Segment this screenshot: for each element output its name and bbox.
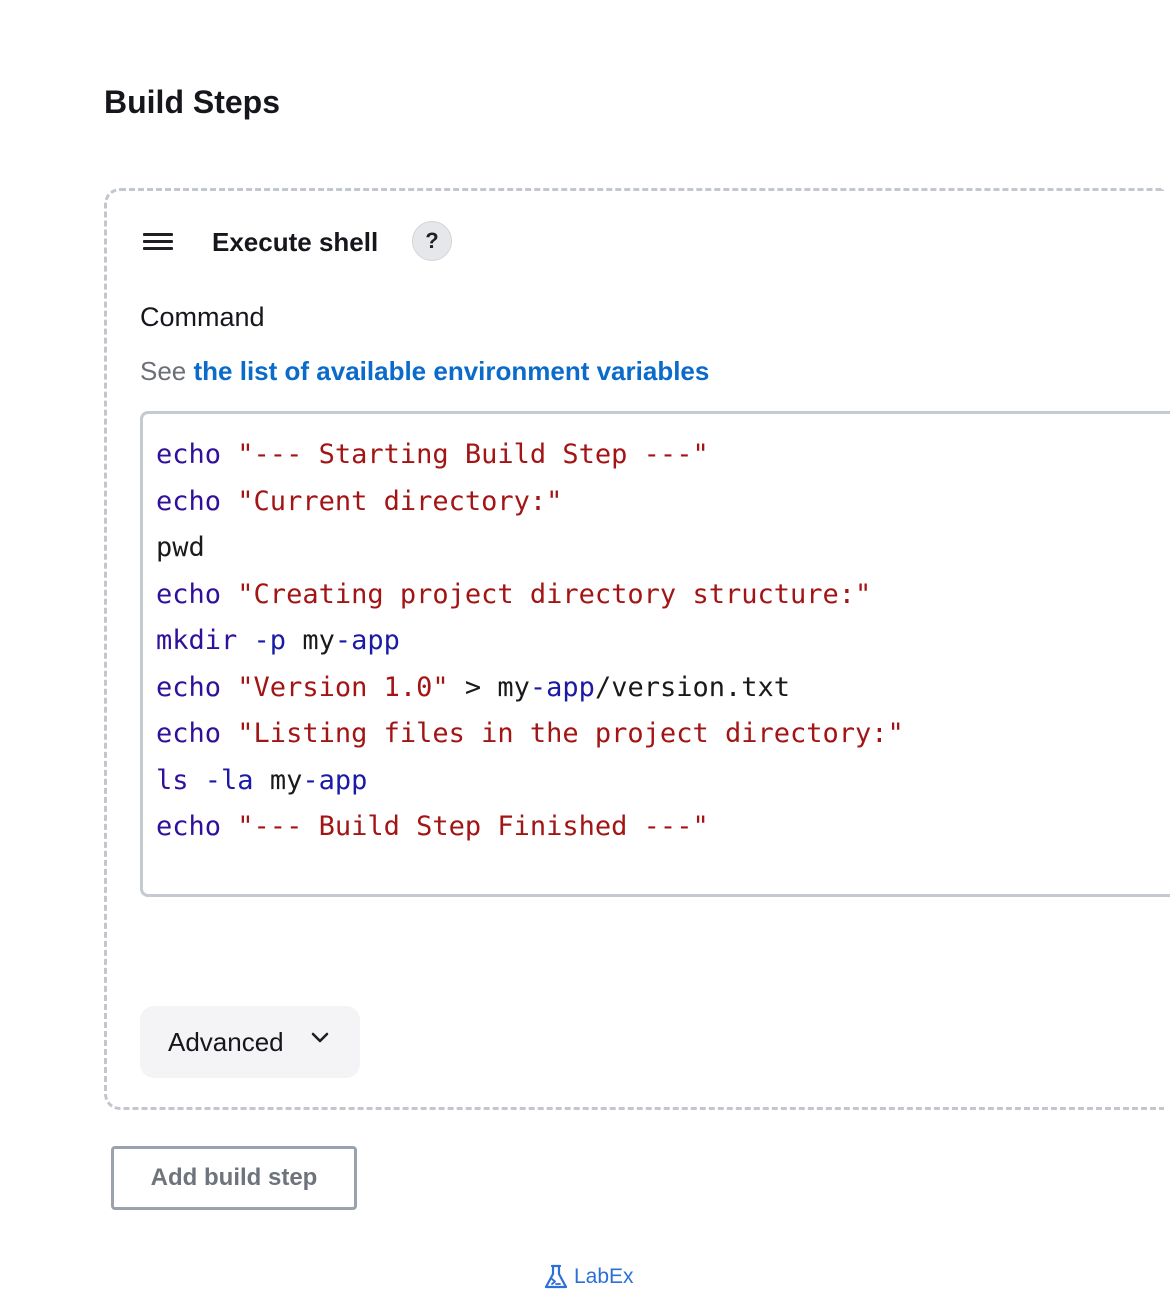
code-token-str: "Listing files in the project directory:…: [237, 718, 904, 749]
code-line: ls -la my-app: [156, 758, 1170, 805]
build-step-card: Execute shell ? Command See the list of …: [104, 188, 1170, 1110]
env-variables-link[interactable]: the list of available environment variab…: [193, 356, 710, 386]
command-code-editor[interactable]: echo "--- Starting Build Step ---"echo "…: [140, 411, 1170, 897]
code-line: pwd: [156, 525, 1170, 572]
code-token-plain: my: [253, 764, 303, 796]
code-token-plain: pwd: [156, 532, 205, 563]
code-token-plain: [221, 672, 237, 703]
code-token-kw: echo: [156, 439, 222, 470]
page-title: Build Steps: [104, 84, 281, 120]
code-token-plain: [189, 765, 205, 796]
labex-logo-icon: [544, 1264, 568, 1289]
brand-name: LabEx: [574, 1265, 634, 1288]
env-variables-hint: See the list of available environment va…: [140, 356, 709, 387]
code-token-kw: mkdir: [156, 625, 238, 656]
chevron-down-icon: [311, 1032, 329, 1043]
code-line: echo "--- Starting Build Step ---": [156, 432, 1170, 479]
code-token-plain: /version.txt: [594, 671, 791, 703]
code-token-str: "Current directory:": [237, 485, 563, 517]
code-line: mkdir -p my-app: [156, 618, 1170, 665]
code-token-str: "Version 1.0": [237, 671, 449, 703]
code-token-plain: my: [286, 625, 335, 656]
code-token-flag: -app: [529, 671, 595, 703]
advanced-button[interactable]: Advanced: [140, 1006, 360, 1078]
code-token-str: "Creating project directory structure:": [237, 578, 872, 610]
code-token-str: "--- Starting Build Step ---": [237, 439, 709, 470]
code-token-plain: [221, 811, 237, 842]
code-token-plain: [237, 625, 253, 656]
code-token-kw: ls: [156, 764, 189, 796]
advanced-label: Advanced: [168, 1026, 284, 1057]
code-token-kw: echo: [156, 718, 222, 749]
env-hint-prefix: See: [140, 356, 194, 386]
code-line: echo "--- Build Step Finished ---": [156, 804, 1170, 851]
code-token-flag: -la: [204, 764, 254, 796]
help-icon[interactable]: ?: [412, 221, 452, 261]
code-token-plain: [221, 579, 237, 610]
code-token-flag: -app: [334, 625, 400, 656]
add-build-step-button[interactable]: Add build step: [111, 1146, 357, 1210]
code-line: echo "Creating project directory structu…: [156, 572, 1170, 619]
code-line: echo "Current directory:": [156, 479, 1170, 526]
code-line: echo "Listing files in the project direc…: [156, 711, 1170, 758]
code-token-kw: echo: [156, 578, 222, 610]
code-token-kw: echo: [156, 811, 222, 842]
step-title: Execute shell: [212, 227, 379, 257]
code-token-kw: echo: [156, 671, 222, 703]
code-token-plain: [221, 718, 237, 749]
code-token-plain: [221, 486, 237, 517]
brand-footer: LabEx: [542, 1262, 634, 1292]
code-token-plain: > my: [448, 671, 530, 703]
code-line: echo "Version 1.0" > my-app/version.txt: [156, 665, 1170, 712]
command-label: Command: [140, 302, 265, 332]
code-token-flag: -p: [253, 625, 287, 656]
code-token-plain: [221, 439, 237, 470]
code-token-kw: echo: [156, 485, 222, 517]
hamburger-menu-icon[interactable]: [143, 233, 173, 255]
code-token-str: "--- Build Step Finished ---": [237, 811, 709, 842]
code-token-flag: -app: [302, 764, 368, 796]
